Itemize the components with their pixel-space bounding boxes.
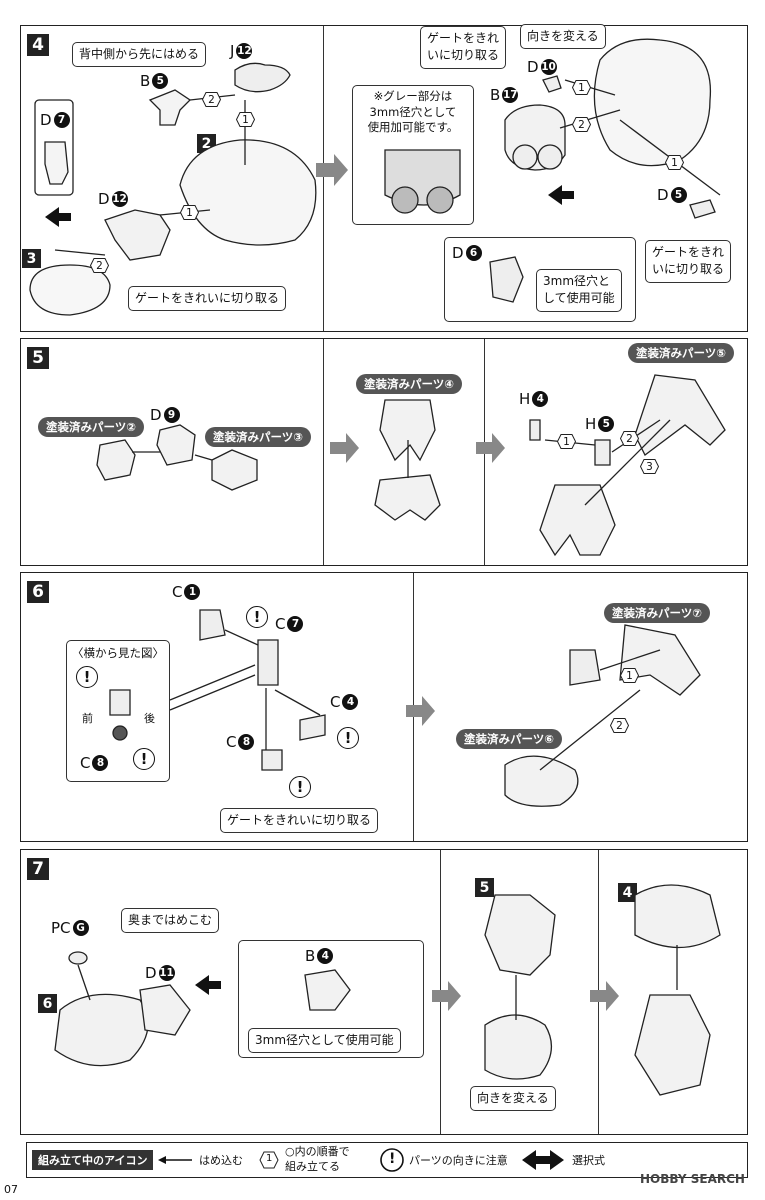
- step-5-divider-b: [484, 339, 485, 565]
- back-label: 後: [144, 712, 155, 725]
- painted-part-2: 塗装済みパーツ②: [38, 417, 145, 437]
- sub-assembly-3: 3: [22, 249, 41, 268]
- order-2-icon-c: 2: [572, 117, 591, 132]
- order-1-icon-c: 1: [572, 80, 591, 95]
- caution-icon-side-top: !: [76, 666, 98, 688]
- painted-part-5: 塗装済みパーツ⑤: [628, 343, 735, 363]
- sub-assembly-4: 4: [618, 883, 637, 902]
- caution-icon-c8: !: [289, 776, 311, 798]
- hole-note-7: 3mm径穴として使用可能: [248, 1028, 401, 1054]
- legend-choice-label: 選択式: [572, 1154, 605, 1167]
- step-7-number: 7: [27, 858, 49, 880]
- watermark: HOBBY SEARCH: [640, 1172, 745, 1186]
- order-2-icon-6: 2: [610, 718, 629, 733]
- step-4-divider: [323, 26, 324, 331]
- step-4-number: 4: [27, 34, 49, 56]
- push-in-note: 奥まではめこむ: [121, 908, 220, 934]
- legend-insert-label: はめ込む: [199, 1154, 243, 1167]
- turn-note: 向きを変える: [520, 24, 606, 50]
- order-2-icon: 2: [202, 92, 221, 107]
- order-1-icon-b: 1: [180, 205, 199, 220]
- order-1-icon-6: 1: [620, 668, 639, 683]
- painted-part-7: 塗装済みパーツ⑦: [604, 603, 711, 623]
- step-7-divider-b: [598, 850, 599, 1134]
- gate-cut-note-top: ゲートをきれいに切り取る: [420, 26, 507, 69]
- caution-icon-c4: !: [337, 727, 359, 749]
- legend-title: 組み立て中のアイコン: [32, 1150, 154, 1170]
- step-5-divider-a: [323, 339, 324, 565]
- page-number: 07: [4, 1183, 18, 1196]
- order-3-icon-5: 3: [640, 459, 659, 474]
- order-1-icon-d: 1: [665, 155, 684, 170]
- order-1-icon-5: 1: [557, 434, 576, 449]
- sub-assembly-2: 2: [197, 134, 216, 153]
- caution-icon-c7: !: [246, 606, 268, 628]
- front-label: 前: [82, 712, 93, 725]
- legend-order-number: 1: [266, 1153, 273, 1164]
- sub-assembly-6: 6: [38, 994, 57, 1013]
- painted-part-6: 塗装済みパーツ⑥: [456, 729, 563, 749]
- legend-caution-mark: !: [389, 1151, 396, 1167]
- step-5-panel: [20, 338, 748, 566]
- legend-order-label: ○内の順番で組み立てる: [285, 1145, 350, 1173]
- step-6-divider: [413, 573, 414, 841]
- step-5-number: 5: [27, 347, 49, 369]
- gate-cut-note: ゲートをきれいに切り取る: [128, 286, 287, 312]
- legend-caution-label: パーツの向きに注意: [409, 1154, 508, 1167]
- step-6-number: 6: [27, 581, 49, 603]
- turn-note-7: 向きを変える: [470, 1086, 556, 1112]
- back-first-note: 背中側から先にはめる: [72, 42, 207, 68]
- icon-legend: [26, 1142, 748, 1178]
- hole-usable-note: 3mm径穴として使用可能: [536, 269, 622, 312]
- painted-part-3: 塗装済みパーツ③: [205, 427, 312, 447]
- painted-part-4: 塗装済みパーツ④: [356, 374, 463, 394]
- side-view-title: 〈横から見た図〉: [72, 646, 164, 660]
- gate-cut-note-6: ゲートをきれいに切り取る: [220, 808, 379, 834]
- caution-icon-side-bottom: !: [133, 748, 155, 770]
- order-1-icon: 1: [236, 112, 255, 127]
- order-2-icon-5: 2: [620, 431, 639, 446]
- gate-cut-note-right: ゲートをきれいに切り取る: [645, 240, 732, 283]
- step-7-divider-a: [440, 850, 441, 1134]
- order-2-icon-b: 2: [90, 258, 109, 273]
- sub-assembly-5: 5: [475, 878, 494, 897]
